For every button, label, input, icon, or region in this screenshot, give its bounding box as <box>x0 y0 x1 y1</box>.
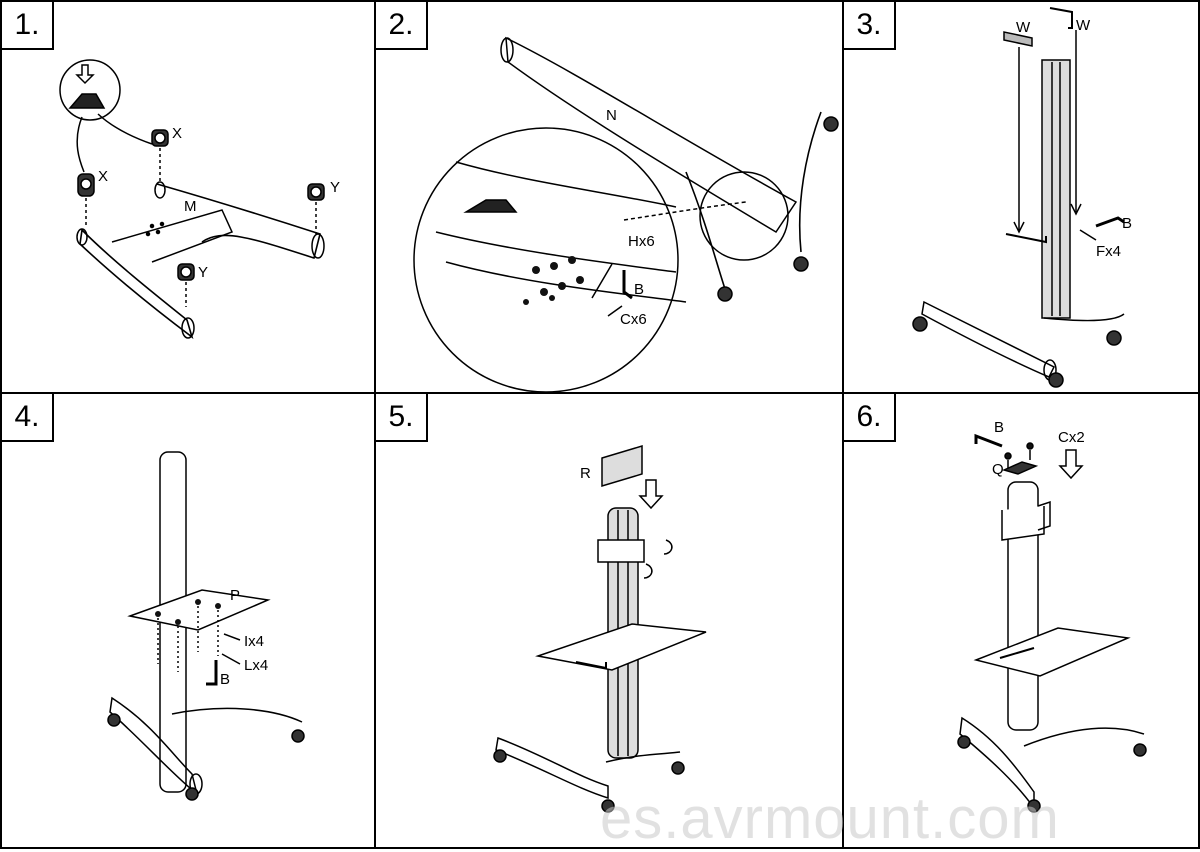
label-p: P <box>230 587 241 604</box>
step-5-illustration <box>493 444 707 813</box>
caster-wheel-icon <box>177 263 195 281</box>
label-hx6: Hx6 <box>628 233 655 250</box>
caster-wheel-icon <box>1106 330 1122 346</box>
caster-wheel-icon <box>107 713 121 727</box>
caster-wheel-icon <box>1027 799 1041 813</box>
step-3-panel: 3. <box>842 0 1200 394</box>
label-b: B <box>220 671 231 688</box>
label-b: B <box>1122 215 1133 232</box>
label-lx4: Lx4 <box>244 657 269 674</box>
caster-wheel-icon <box>185 787 199 801</box>
step-2-illustration <box>413 36 839 392</box>
caster-wheel-icon <box>671 761 685 775</box>
label-w-left: W <box>1016 19 1031 36</box>
step-number: 3. <box>844 2 896 50</box>
detail-magnifier-icon <box>413 127 679 392</box>
label-w-right: W <box>1076 17 1091 34</box>
rotate-arrow-icon <box>643 563 653 579</box>
step-number: 1. <box>2 2 54 50</box>
step-number: 5. <box>376 394 428 442</box>
caster-wheel-icon <box>1133 743 1147 757</box>
caster-wheel-icon <box>957 735 971 749</box>
step-6-illustration <box>957 433 1147 813</box>
step-number: 6. <box>844 394 896 442</box>
caster-wheel-icon <box>912 316 928 332</box>
step-1-illustration <box>59 59 325 340</box>
step-number: 4. <box>2 394 54 442</box>
down-arrow-icon <box>1058 449 1084 480</box>
caster-wheel-icon <box>601 799 615 813</box>
hex-key-icon <box>974 433 1003 448</box>
caster-wheel-icon <box>77 173 95 197</box>
caster-wheel-icon <box>307 183 325 201</box>
label-cx2: Cx2 <box>1058 429 1085 446</box>
step-number: 2. <box>376 2 428 50</box>
rotate-arrow-icon <box>663 539 673 555</box>
label-q: Q <box>992 461 1004 478</box>
step-4-illustration <box>107 451 305 801</box>
detail-magnifier-icon <box>59 59 121 121</box>
down-arrow-icon <box>638 479 664 510</box>
step-2-panel: 2. <box>374 0 844 394</box>
label-x-top: X <box>172 125 183 142</box>
step-5-panel: 5. <box>374 392 844 849</box>
caster-wheel-icon <box>1048 372 1064 388</box>
label-y-bottom: Y <box>198 264 209 281</box>
hex-key-icon <box>206 660 218 686</box>
label-cx6: Cx6 <box>620 311 647 328</box>
label-ix4: Ix4 <box>244 633 265 650</box>
label-x-left: X <box>98 168 109 185</box>
step-6-panel: 6. <box>842 392 1200 849</box>
hex-key-icon <box>622 270 633 300</box>
label-r: R <box>580 465 591 482</box>
caster-wheel-icon <box>291 729 305 743</box>
step-4-panel: 4. <box>0 392 376 849</box>
step-1-panel: 1. <box>0 0 376 394</box>
step-3-illustration <box>912 7 1125 388</box>
label-y-right: Y <box>330 179 341 196</box>
caster-wheel-icon <box>151 129 169 147</box>
watermark-text: es.avrmount.com <box>600 786 1060 851</box>
label-n: N <box>606 107 617 124</box>
hex-key-icon <box>1095 216 1125 228</box>
down-arrow-icon <box>75 64 95 85</box>
label-b: B <box>994 419 1005 436</box>
label-b: B <box>634 281 645 298</box>
caster-wheel-icon <box>493 749 507 763</box>
label-fx4: Fx4 <box>1096 243 1122 260</box>
label-m: M <box>184 198 197 215</box>
